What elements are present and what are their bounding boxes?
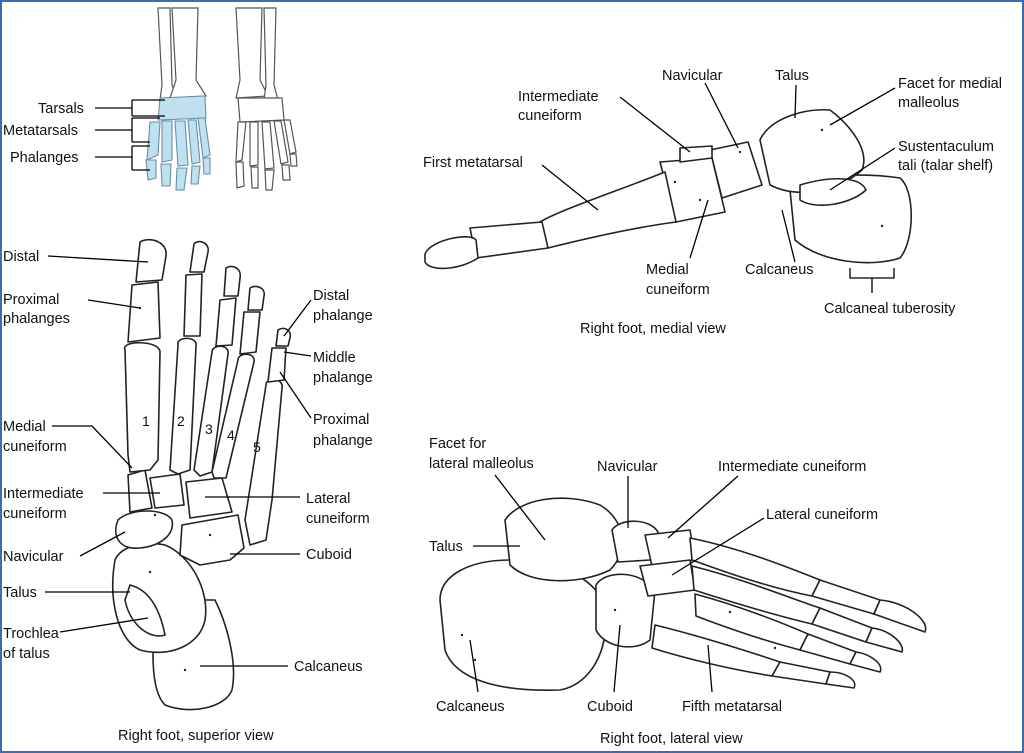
metatarsal-2 [169,337,197,475]
label-medial-medial-cuneiform-2: cuneiform [646,282,710,298]
label-medial-facet-2: malleolus [898,95,959,111]
medial-sustentaculum [799,177,867,206]
metatarsal-number-3: 3 [205,421,213,437]
medial-proximal-phalanx [469,221,549,259]
label-lateral-cuneiform-2: cuneiform [306,511,370,527]
overview-left-foot [145,95,211,191]
metatarsal-4 [211,353,255,479]
caption-superior-view: Right foot, superior view [118,728,274,744]
lateral-toe-2-tip [865,627,904,653]
medial-first-metatarsal [539,171,677,249]
label-lateral-facet-2: lateral malleolus [429,456,534,472]
label-lateral-cuboid: Cuboid [587,699,633,715]
label-proximal-phalanges-1: Proximal [3,292,59,308]
label-lateral-lateral-cuneiform: Lateral cuneiform [766,507,878,523]
label-medial-navicular: Navicular [662,68,723,84]
proximal-phalanx-4 [239,311,261,355]
label-sustentaculum-2: tali (talar shelf) [898,158,993,174]
medial-leader-lines [541,82,896,293]
label-proximal-phalange-1: Proximal [313,412,369,428]
metatarsal-5 [244,378,283,546]
metatarsal-3 [193,345,229,477]
label-navicular: Navicular [3,549,64,565]
label-middle-phalange-2: phalange [313,370,373,386]
label-proximal-phalanges-2: phalanges [3,311,70,327]
distal-phalanx-1 [135,238,167,283]
middle-phalanx-2 [189,240,210,273]
overview-right-tibia [235,7,269,99]
label-medial-intermediate-2: cuneiform [518,108,582,124]
label-distal: Distal [3,249,39,265]
label-calcaneal-tuberosity: Calcaneal tuberosity [824,301,956,317]
overview-illustration [95,7,298,191]
label-medial-medial-cuneiform-1: Medial [646,262,689,278]
superior-medial-cuneiform [127,469,153,513]
metatarsal-number-4: 4 [227,427,235,443]
superior-leader-lines [45,255,312,667]
label-distal-phalange-2: phalange [313,308,373,324]
label-lateral-facet-1: Facet for [429,436,486,452]
label-distal-phalange-1: Distal [313,288,349,304]
proximal-phalanx-3 [215,297,237,347]
lateral-toe-2 [811,607,873,643]
superior-navicular [115,510,174,549]
label-medial-intermediate-1: Intermediate [518,89,599,105]
label-talus: Talus [3,585,37,601]
lateral-toe-3 [799,633,857,665]
proximal-phalanx-1 [127,281,161,343]
label-cuboid: Cuboid [306,547,352,563]
lateral-leader-lines [469,474,765,693]
label-metatarsals: Metatarsals [3,123,78,139]
medial-distal-phalanx [424,236,479,270]
label-medial-cuneiform-2: cuneiform [3,439,67,455]
overview-right-fibula [263,7,279,101]
lateral-cuboid [595,573,656,648]
label-lateral-cuneiform-1: Lateral [306,491,350,507]
label-calcaneus: Calcaneus [294,659,363,675]
label-medial-talus: Talus [775,68,809,84]
label-tarsals: Tarsals [38,101,84,117]
label-proximal-phalange-2: phalange [313,433,373,449]
label-middle-phalange-1: Middle [313,350,356,366]
label-lateral-talus: Talus [429,539,463,555]
label-phalanges: Phalanges [10,150,79,166]
superior-lateral-cuneiform [185,477,233,519]
metatarsal-1 [124,341,161,473]
middle-phalanx-4 [247,285,266,311]
middle-phalanx-3 [223,265,242,297]
lateral-view-illustration [439,497,927,692]
lateral-toe-5-tip [825,671,856,689]
lateral-toe-1-tip [873,599,927,633]
phalanges-bracket [131,145,150,171]
label-lateral-intermediate-cuneiform: Intermediate cuneiform [718,459,866,475]
superior-cuboid [179,514,245,566]
metatarsal-number-1: 1 [142,413,150,429]
overview-left-tibia [169,7,208,99]
proximal-phalanx-2 [183,273,203,337]
label-intermediate-cuneiform-1: Intermediate [3,486,84,502]
label-sustentaculum-1: Sustentaculum [898,139,994,155]
label-lateral-calcaneus: Calcaneus [436,699,505,715]
metatarsal-number-2: 2 [177,413,185,429]
lateral-toe-5 [771,661,831,685]
label-medial-cuneiform-1: Medial [3,419,46,435]
caption-medial-view: Right foot, medial view [580,321,726,337]
label-trochlea-2: of talus [3,646,50,662]
label-medial-calcaneus: Calcaneus [745,262,814,278]
overview-right-foot [235,97,298,191]
caption-lateral-view: Right foot, lateral view [600,731,743,747]
label-lateral-navicular: Navicular [597,459,658,475]
medial-view-illustration [424,108,913,270]
label-first-metatarsal: First metatarsal [423,155,523,171]
label-fifth-metatarsal: Fifth metatarsal [682,699,782,715]
label-trochlea-1: Trochlea [3,626,60,642]
superior-intermediate-cuneiform [149,473,185,509]
metatarsal-number-5: 5 [253,439,261,455]
label-medial-facet-1: Facet for medial [898,76,1002,92]
label-intermediate-cuneiform-2: cuneiform [3,506,67,522]
lateral-toe-3-tip [849,651,882,673]
superior-view-illustration [112,238,292,711]
